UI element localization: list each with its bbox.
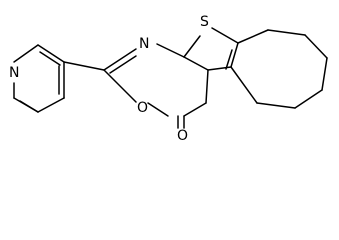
bond: [63, 61, 105, 71]
bond: [207, 66, 232, 71]
sulfur-label: S: [200, 14, 209, 30]
bond: [109, 55, 137, 74]
bond: [147, 102, 169, 117]
bond: [37, 97, 65, 113]
pyridine-nitrogen-label: N: [9, 65, 19, 81]
bond: [225, 49, 233, 70]
ring-nitrogen-label: N: [139, 36, 149, 52]
bond: [103, 48, 137, 71]
bond: [183, 102, 207, 117]
bond: [321, 57, 328, 91]
bond: [19, 100, 39, 113]
bond: [183, 35, 201, 58]
bond: [183, 56, 209, 71]
cycloheptane-ring: [230, 29, 328, 109]
bond: [237, 29, 269, 44]
bond: [294, 89, 323, 109]
bond: [205, 69, 209, 104]
bond: [39, 51, 61, 66]
chemical-structure: N N O O S: [9, 14, 328, 144]
carbonyl-oxygen-label: O: [177, 128, 188, 144]
thiophene-ring: [183, 27, 239, 71]
bond: [156, 43, 185, 58]
bond: [13, 44, 39, 63]
bond: [103, 69, 137, 103]
bond: [230, 42, 239, 68]
ring-oxygen-label: O: [137, 100, 148, 116]
bond: [304, 34, 328, 59]
bond: [230, 66, 258, 104]
bond: [256, 102, 296, 109]
bond: [37, 44, 65, 63]
pyridine-ring: [13, 44, 65, 113]
bond: [267, 29, 306, 36]
oxazinone-ring: [103, 43, 209, 117]
bond: [211, 27, 239, 44]
